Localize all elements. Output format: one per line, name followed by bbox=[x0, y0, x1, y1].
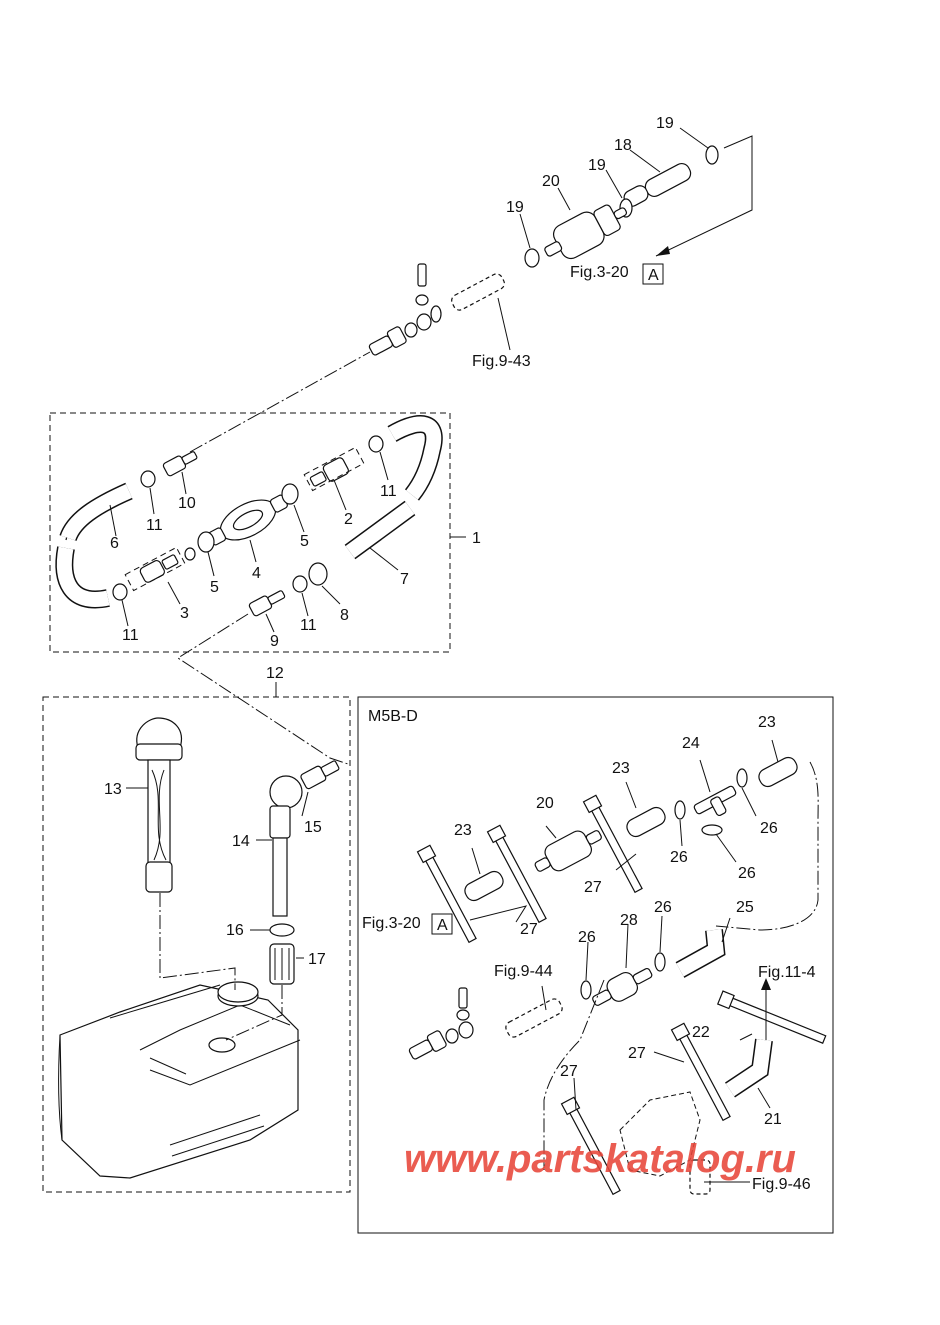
callout-26-a: 26 bbox=[760, 820, 778, 837]
callout-22: 22 bbox=[692, 1024, 710, 1041]
callout-9: 9 bbox=[270, 633, 279, 650]
callout-5-a: 5 bbox=[300, 533, 309, 550]
callout-27-d: 27 bbox=[560, 1063, 578, 1080]
ref-fig3-20-top: Fig.3-20 bbox=[570, 264, 629, 281]
callout-11-c: 11 bbox=[300, 617, 317, 634]
figure-references: Fig.3-20 A Fig.9-43 Fig.3-20 A Fig.9-44 … bbox=[362, 263, 816, 1193]
m5b-d-label: M5B-D bbox=[368, 708, 418, 725]
fuel-tank-group bbox=[58, 717, 340, 1179]
marker-a-top-text: A bbox=[648, 267, 659, 284]
tank-group-box bbox=[42, 696, 351, 1193]
callout-15: 15 bbox=[304, 819, 322, 836]
callout-6: 6 bbox=[110, 535, 119, 552]
hose-assembly-1 bbox=[55, 415, 443, 633]
callout-2: 2 bbox=[344, 511, 353, 528]
marker-a-bottom bbox=[431, 913, 453, 935]
connector-fig9-43 bbox=[189, 263, 511, 453]
callout-10: 10 bbox=[178, 495, 196, 512]
callout-21: 21 bbox=[764, 1111, 782, 1128]
ref-fig9-46: Fig.9-46 bbox=[752, 1176, 811, 1193]
callout-1: 1 bbox=[472, 530, 481, 547]
ref-fig9-43: Fig.9-43 bbox=[472, 353, 531, 370]
callout-5-b: 5 bbox=[210, 579, 219, 596]
callout-labels: 19 18 19 20 19 10 11 6 11 2 5 1 5 4 7 3 … bbox=[104, 115, 782, 1128]
callout-27-c: 27 bbox=[628, 1045, 646, 1062]
callout-19-c: 19 bbox=[506, 199, 524, 216]
callout-11-d: 11 bbox=[122, 627, 139, 644]
callout-19-b: 19 bbox=[588, 157, 606, 174]
callout-19-a: 19 bbox=[656, 115, 674, 132]
marker-a-top bbox=[642, 263, 664, 285]
callout-26-d: 26 bbox=[654, 899, 672, 916]
callout-3: 3 bbox=[180, 605, 189, 622]
callout-20-a: 20 bbox=[542, 173, 560, 190]
callout-23-b: 23 bbox=[612, 760, 630, 777]
callout-23-a: 23 bbox=[758, 714, 776, 731]
marker-a-bottom-text: A bbox=[437, 917, 448, 934]
ref-fig3-20-bottom: Fig.3-20 bbox=[362, 915, 421, 932]
watermark: www.partskatalog.ru bbox=[404, 1137, 796, 1181]
assembly-1-box bbox=[49, 412, 451, 653]
callout-26-e: 26 bbox=[578, 929, 596, 946]
callout-13: 13 bbox=[104, 781, 122, 798]
callout-12: 12 bbox=[266, 665, 284, 682]
callout-27-b: 27 bbox=[520, 921, 538, 938]
callout-26-c: 26 bbox=[738, 865, 756, 882]
callout-16: 16 bbox=[226, 922, 244, 939]
callout-11-b: 11 bbox=[380, 483, 397, 500]
callout-14: 14 bbox=[232, 833, 250, 850]
m5b-d-parts bbox=[408, 739, 827, 1196]
callout-4: 4 bbox=[252, 565, 261, 582]
callout-20-b: 20 bbox=[536, 795, 554, 812]
callout-27-a: 27 bbox=[584, 879, 602, 896]
callout-8: 8 bbox=[340, 607, 349, 624]
ref-fig9-44: Fig.9-44 bbox=[494, 963, 553, 980]
callout-24: 24 bbox=[682, 735, 700, 752]
callout-26-b: 26 bbox=[670, 849, 688, 866]
callout-18: 18 bbox=[614, 137, 632, 154]
callout-17: 17 bbox=[308, 951, 326, 968]
callout-23-c: 23 bbox=[454, 822, 472, 839]
filter-assembly-top bbox=[519, 127, 753, 268]
callout-25: 25 bbox=[736, 899, 754, 916]
callout-11-a: 11 bbox=[146, 517, 163, 534]
ref-fig11-4: Fig.11-4 bbox=[758, 964, 816, 981]
callout-28: 28 bbox=[620, 912, 638, 929]
m5b-d-box bbox=[357, 696, 834, 1234]
callout-7: 7 bbox=[400, 571, 409, 588]
